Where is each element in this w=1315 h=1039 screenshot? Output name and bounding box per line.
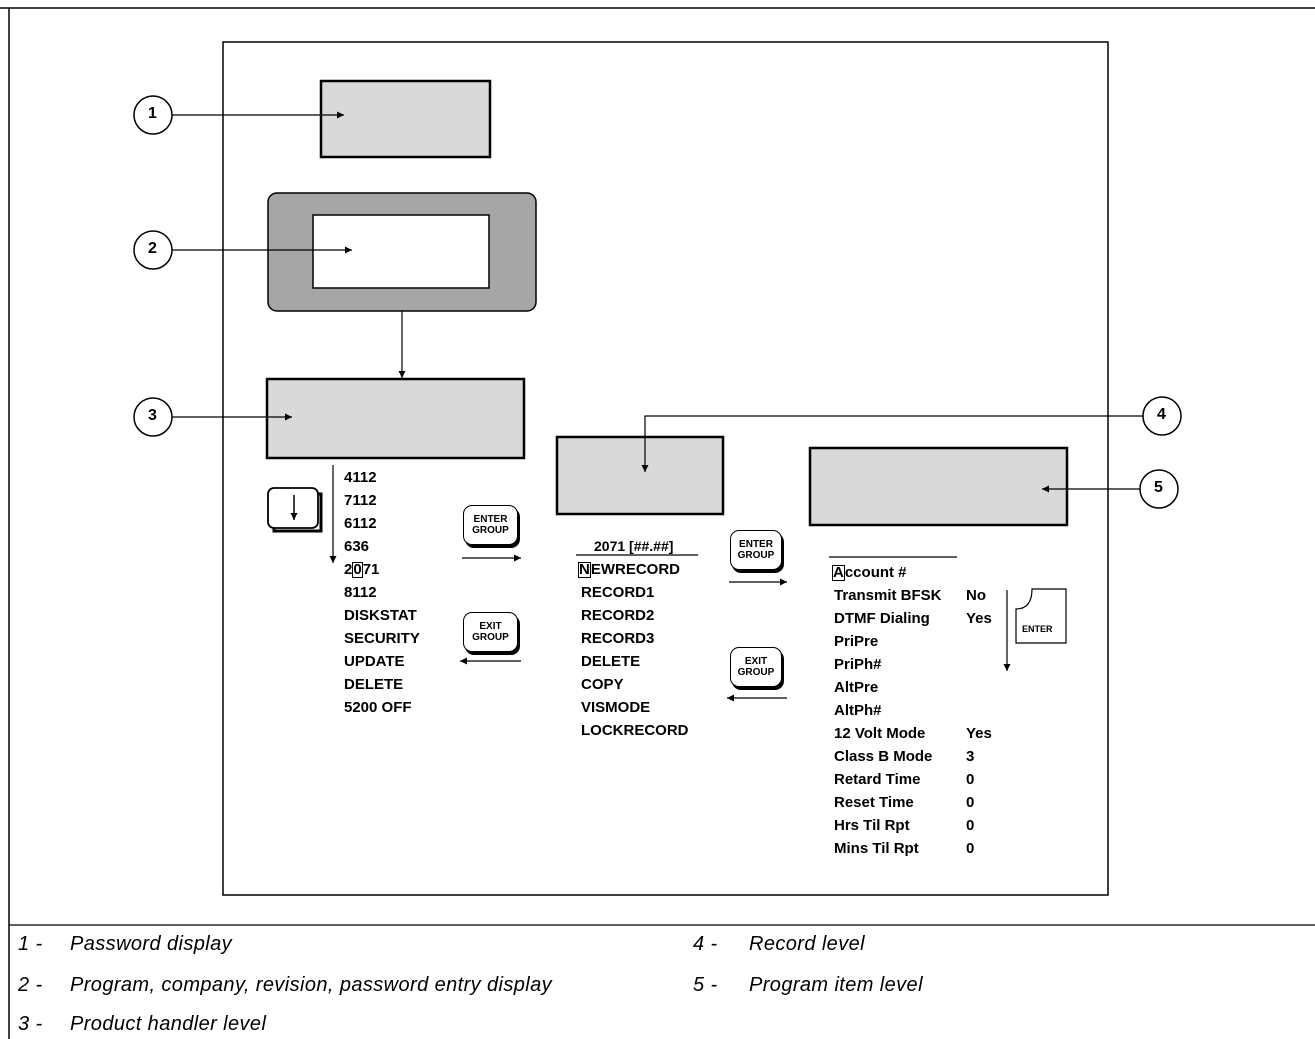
legend-num-2: 2 - <box>18 974 43 996</box>
program-item-name: Retard Time <box>834 771 921 788</box>
product-item: 4112 <box>344 469 377 486</box>
program-item-name: DTMF Dialing <box>834 610 930 627</box>
legend-num-5: 5 - <box>693 974 718 996</box>
program-item-name: Mins Til Rpt <box>834 840 919 857</box>
record-item: COPY <box>581 676 624 693</box>
legend-text-3: Product handler level <box>70 1013 267 1035</box>
password-display <box>319 79 492 159</box>
enter-group-key-1: ENTER GROUP <box>463 505 518 545</box>
product-item: 8112 <box>344 584 377 601</box>
record-cursor: N <box>578 561 591 578</box>
product-item: SECURITY <box>344 630 420 647</box>
program-item-display <box>808 446 1069 527</box>
callout-label-3: 3 <box>148 407 157 424</box>
product-handler-display <box>265 377 526 460</box>
record-display <box>555 435 725 516</box>
legend-text-2: Program, company, revision, password ent… <box>70 974 553 996</box>
legend-text-5: Program item level <box>749 974 923 996</box>
record-item: VISMODE <box>581 699 651 716</box>
product-item-selected: 2071 <box>344 561 379 578</box>
record-header: 2071 [##.##] <box>594 538 674 554</box>
exit-group-key-2-line1: EXIT <box>744 656 768 667</box>
program-item-value: Yes <box>966 725 992 742</box>
exit-group-key-2-line2: GROUP <box>737 667 775 678</box>
down-arrow-key <box>267 487 319 529</box>
program-item-value: 0 <box>966 794 975 811</box>
record-item: LOCKRECORD <box>581 722 689 739</box>
record-item-selected: NEWRECORD <box>578 561 680 578</box>
enter-group-key-1-line2: GROUP <box>472 525 509 536</box>
product-cursor: 0 <box>352 561 363 578</box>
legend-text-1: Password display <box>70 933 233 955</box>
exit-group-key-1-line2: GROUP <box>472 632 509 643</box>
program-item-value: 0 <box>966 771 975 788</box>
product-item: DELETE <box>344 676 404 693</box>
product-item: 636 <box>344 538 370 555</box>
record-item: RECORD1 <box>581 584 655 601</box>
callout-label-5: 5 <box>1154 479 1163 496</box>
enter-group-key-2-line1: ENTER <box>739 539 773 550</box>
figure-border <box>222 41 1109 896</box>
enter-group-key-1-line1: ENTER <box>473 514 508 525</box>
program-item-name: Account # <box>832 564 907 581</box>
program-item-value: Yes <box>966 610 992 627</box>
product-item-selected-suffix: 71 <box>362 561 380 578</box>
program-item-name: PriPre <box>834 633 879 650</box>
product-item-selected-prefix: 2 <box>344 561 353 578</box>
product-item: 6112 <box>344 515 377 532</box>
enter-group-key-2-line2: GROUP <box>737 550 775 561</box>
callout-label-4: 4 <box>1157 406 1166 423</box>
record-item: RECORD3 <box>581 630 655 647</box>
legend-num-3: 3 - <box>18 1013 43 1035</box>
down-arrow-key-shadow <box>272 492 323 533</box>
callout-arrow-4 <box>641 415 1143 472</box>
exit-group-key-2: EXIT GROUP <box>730 647 782 687</box>
product-item: UPDATE <box>344 653 405 670</box>
program-cursor: A <box>832 564 845 581</box>
product-item: 7112 <box>344 492 377 509</box>
record-item: RECORD2 <box>581 607 655 624</box>
program-item-name: 12 Volt Mode <box>834 725 926 742</box>
enter-key-label: ENTER <box>1022 624 1053 634</box>
exit-group-key-1-line1: EXIT <box>479 621 502 632</box>
exit-group-key-1: EXIT GROUP <box>463 612 518 652</box>
callout-label-2: 2 <box>148 240 157 257</box>
product-item: 5200 OFF <box>344 699 412 716</box>
program-item-name: PriPh# <box>834 656 882 673</box>
legend-text-4: Record level <box>749 933 865 955</box>
program-item-name: AltPre <box>834 679 879 696</box>
program-item-value: No <box>966 587 986 604</box>
legend-num-1: 1 - <box>18 933 43 955</box>
program-item-value: 3 <box>966 748 975 765</box>
callout-label-1: 1 <box>148 105 157 122</box>
program-item-value: 0 <box>966 840 975 857</box>
program-item-name: Transmit BFSK <box>834 587 942 604</box>
enter-group-key-2: ENTER GROUP <box>730 530 782 570</box>
program-item-name: Hrs Til Rpt <box>834 817 910 834</box>
program-item-value: 0 <box>966 817 975 834</box>
legend-num-4: 4 - <box>693 933 718 955</box>
record-item-selected-suffix: EWRECORD <box>590 561 681 578</box>
program-item-name: AltPh# <box>834 702 882 719</box>
program-item-name: Class B Mode <box>834 748 933 765</box>
entry-display-screen <box>312 214 490 289</box>
product-item: DISKSTAT <box>344 607 417 624</box>
program-item-name: Reset Time <box>834 794 914 811</box>
record-item: DELETE <box>581 653 641 670</box>
enter-key <box>1015 588 1067 644</box>
